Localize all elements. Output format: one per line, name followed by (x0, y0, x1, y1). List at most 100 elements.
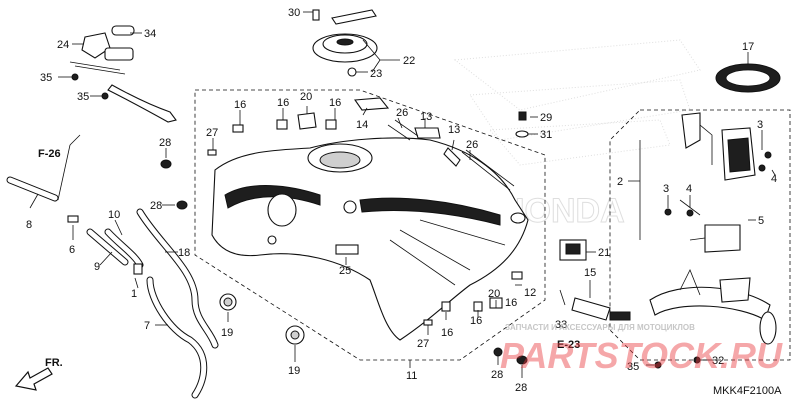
watermark-site: PARTSTOCK.RU (500, 335, 783, 376)
ref-f26: F-26 (38, 148, 61, 160)
label-1: 1 (131, 288, 137, 300)
strip-26a (387, 119, 419, 141)
grommet-12 (511, 271, 523, 280)
label-16d: 16 (470, 315, 482, 327)
grommet-28d (516, 355, 528, 365)
label-35c: 35 (627, 361, 639, 373)
label-25: 25 (339, 265, 351, 277)
label-8: 8 (26, 219, 32, 231)
label-13b: 13 (448, 124, 460, 136)
label-16f: 16 (441, 327, 453, 339)
label-16e: 16 (505, 297, 517, 309)
breather-tube-8 (6, 176, 59, 202)
fuel-filler-cap (312, 9, 378, 77)
joint-1 (133, 263, 143, 275)
washer-4a (686, 209, 694, 217)
label-14: 14 (356, 119, 368, 131)
label-22: 22 (403, 55, 415, 67)
pump-assembly-boundary (609, 109, 791, 361)
caution-label-25 (335, 244, 359, 255)
label-13a: 13 (420, 111, 432, 123)
label-18: 18 (178, 247, 190, 259)
label-28b: 28 (150, 200, 162, 212)
clip-line-f26 (57, 134, 81, 201)
rubber-16d (441, 301, 451, 312)
leader-lines (29, 11, 776, 378)
rubber-16c (325, 119, 337, 130)
label-7: 7 (144, 320, 150, 332)
pump-gasket-ring (715, 63, 781, 93)
overflow-tube-18 (136, 208, 219, 349)
label-29: 29 (540, 112, 552, 124)
label-33: 33 (555, 319, 567, 331)
drain-tube-9 (86, 228, 129, 266)
fr-label: FR. (45, 357, 63, 369)
label-34: 34 (144, 28, 156, 40)
label-27a: 27 (206, 127, 218, 139)
rubber-20a (297, 112, 317, 130)
label-3b: 3 (663, 183, 669, 195)
label-26a: 26 (396, 107, 408, 119)
fuel-cut-relay-assembly (69, 25, 177, 123)
label-26b: 26 (466, 139, 478, 151)
label-12: 12 (524, 287, 536, 299)
label-28a: 28 (159, 137, 171, 149)
label-27b: 27 (417, 338, 429, 350)
label-16a: 16 (234, 99, 246, 111)
ref-e23: E-23 (557, 339, 580, 351)
rubber-16a (232, 124, 244, 133)
grommet-28a (160, 159, 172, 169)
washer-4b (758, 164, 766, 172)
drain-tube-10 (104, 228, 144, 269)
label-5: 5 (758, 215, 764, 227)
label-30: 30 (288, 7, 300, 19)
partstock-watermark: ЗАПЧАСТИ И АКСЕССУАРЫ ДЛЯ МОТОЦИКЛОВ PAR… (500, 323, 783, 376)
collar-27b (423, 319, 433, 326)
diagram-code: MKK4F2100A (713, 385, 782, 397)
bolt-35c (654, 361, 662, 369)
label-16b: 16 (277, 97, 289, 109)
tank-assembly-boundary (194, 89, 546, 361)
collar-27a (207, 149, 217, 156)
fuel-valve-15 (571, 297, 631, 321)
rubber-16e (473, 301, 483, 312)
label-21: 21 (598, 247, 610, 259)
label-16c: 16 (329, 97, 341, 109)
drain-tube-7 (146, 276, 208, 399)
fuel-tank (211, 137, 529, 341)
label-10: 10 (108, 209, 120, 221)
bolt-3b (664, 208, 672, 216)
fuel-pump-unit (649, 112, 777, 345)
label-6: 6 (69, 244, 75, 256)
label-24: 24 (57, 39, 69, 51)
part-labels: 24 34 35 35 30 23 22 17 16 16 20 16 27 2… (26, 7, 777, 394)
label-32: 32 (712, 355, 724, 367)
washer-31 (515, 130, 529, 138)
label-14 (353, 97, 390, 111)
label-19b: 19 (288, 365, 300, 377)
label-15: 15 (584, 267, 596, 279)
joint-6 (67, 215, 79, 223)
label-3a: 3 (757, 119, 763, 131)
label-2: 2 (617, 176, 623, 188)
label-20b: 20 (488, 288, 500, 300)
rubber-16b (276, 119, 288, 130)
bolt-35b (101, 92, 109, 100)
label-9: 9 (94, 261, 100, 273)
bolt-35a (71, 73, 79, 81)
grommet-28b (176, 200, 188, 210)
label-31: 31 (540, 129, 552, 141)
bolt-3a (764, 151, 772, 159)
label-19a: 19 (221, 327, 233, 339)
label-13a (414, 127, 441, 139)
label-35a: 35 (40, 72, 52, 84)
label-23: 23 (370, 68, 382, 80)
label-4a: 4 (686, 183, 692, 195)
bolt-29 (518, 111, 527, 121)
watermark-tagline: ЗАПЧАСТИ И АКСЕССУАРЫ ДЛЯ МОТОЦИКЛОВ (505, 323, 695, 332)
label-35b: 35 (77, 91, 89, 103)
label-28c: 28 (491, 369, 503, 381)
label-17: 17 (742, 41, 754, 53)
label-4b: 4 (771, 173, 777, 185)
